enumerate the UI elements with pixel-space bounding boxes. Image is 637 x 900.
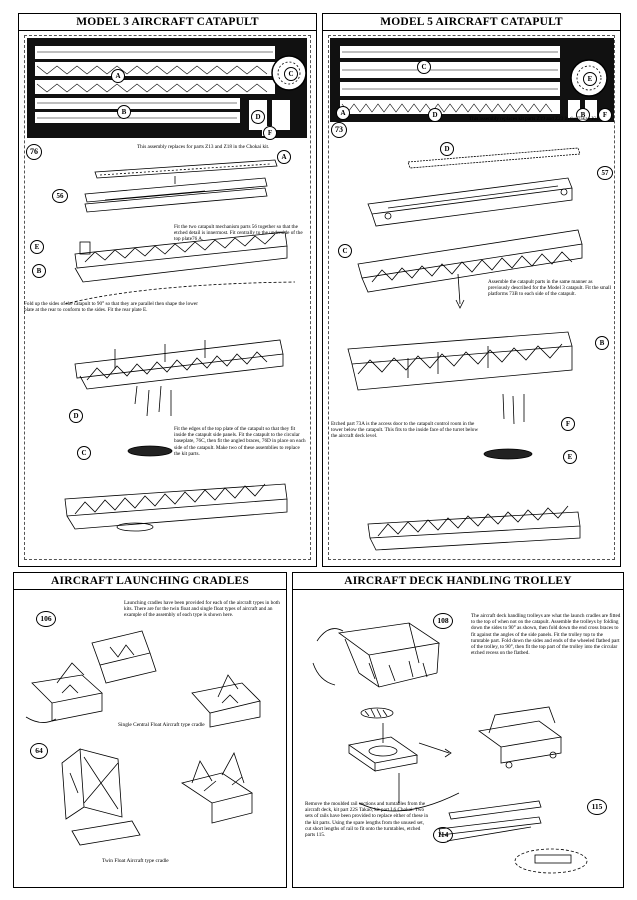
model3-catapult-panel: MODEL 3 AIRCRAFT CATAPULT A B C D F 76 T… (18, 13, 317, 567)
model3-note-2: Fit the two catapult mechanism parts 56 … (174, 224, 303, 243)
cradles-note: Launching cradles have been provided for… (124, 600, 280, 619)
cradles-caption-twin: Twin Float Aircraft type cradle (102, 858, 169, 864)
model3-label-e: E (30, 240, 44, 254)
cradles-panel: AIRCRAFT LAUNCHING CRADLES 106 Launching… (13, 572, 287, 888)
model3-label-b: B (32, 264, 46, 278)
model3-note-4: Fit the edges of the top plate of the ca… (174, 426, 306, 457)
model5-fret-label-e: E (583, 72, 597, 86)
model3-label-d: D (69, 409, 83, 423)
model5-step-number: 73 (331, 122, 347, 138)
cradles-callout-106: 106 (36, 611, 56, 627)
model5-label-b: B (595, 336, 609, 350)
trolley-callout-115: 115 (587, 799, 607, 815)
model5-etch-fret (330, 38, 614, 122)
model3-title: MODEL 3 AIRCRAFT CATAPULT (19, 14, 316, 31)
model5-title: MODEL 5 AIRCRAFT CATAPULT (323, 14, 620, 31)
trolley-drawing (312, 622, 588, 874)
model5-catapult-panel: MODEL 5 AIRCRAFT CATAPULT C E D A B F 73… (322, 13, 621, 567)
trolley-note-top: The aircraft deck handling trolleys are … (471, 613, 621, 657)
model3-etch-fret (27, 38, 307, 138)
cradles-caption-single: Single Central Float Aircraft type cradl… (118, 722, 205, 728)
model5-fret-label-c: C (417, 60, 431, 74)
trolley-note-bottom: Remove the moulded rail sections and tur… (305, 801, 429, 839)
model5-assembly-drawing (347, 147, 583, 551)
model3-label-c: C (77, 446, 91, 460)
model3-fret-label-b: B (117, 105, 131, 119)
model5-note-2: Assemble the catapult parts in the same … (488, 279, 612, 298)
model5-label-f: F (561, 417, 575, 431)
cradles-title: AIRCRAFT LAUNCHING CRADLES (14, 573, 286, 590)
model5-label-57: 57 (597, 166, 613, 180)
trolley-callout-114: 114 (433, 827, 453, 843)
model5-note-1: This assembly replaces kit parts Z19 and… (469, 116, 600, 122)
model3-note-3: Fold up the sides of the catapult to 90°… (24, 301, 198, 314)
model3-fret-label-c: C (284, 67, 298, 81)
model3-inner-frame (24, 35, 311, 560)
model3-fret-label-f: F (263, 126, 277, 140)
model3-note-1: This assembly replaces for parts Z13 and… (137, 144, 270, 150)
cradles-drawing (25, 630, 261, 846)
trolley-callout-108: 108 (433, 613, 453, 629)
model3-label-a: A (277, 150, 291, 164)
model5-note-3: Etched part 73A is the access door to th… (331, 421, 479, 440)
cradles-callout-64: 64 (30, 743, 48, 759)
model5-label-e: E (563, 450, 577, 464)
model3-label-56: 56 (52, 189, 68, 203)
model5-inner-frame (328, 35, 615, 560)
model5-fret-label-f: F (598, 108, 612, 122)
trolley-title: AIRCRAFT DECK HANDLING TROLLEY (293, 573, 623, 590)
model5-fret-label-a: A (336, 106, 350, 120)
model3-fret-label-a: A (111, 69, 125, 83)
model3-fret-label-d: D (251, 110, 265, 124)
model5-label-c: C (338, 244, 352, 258)
trolley-panel: AIRCRAFT DECK HANDLING TROLLEY 108 The a… (292, 572, 624, 888)
model3-step-number: 76 (26, 144, 42, 160)
model5-fret-label-b: B (576, 108, 590, 122)
model3-assembly-drawing (64, 159, 296, 532)
model5-fret-label-d: D (428, 108, 442, 122)
model5-label-d: D (440, 142, 454, 156)
